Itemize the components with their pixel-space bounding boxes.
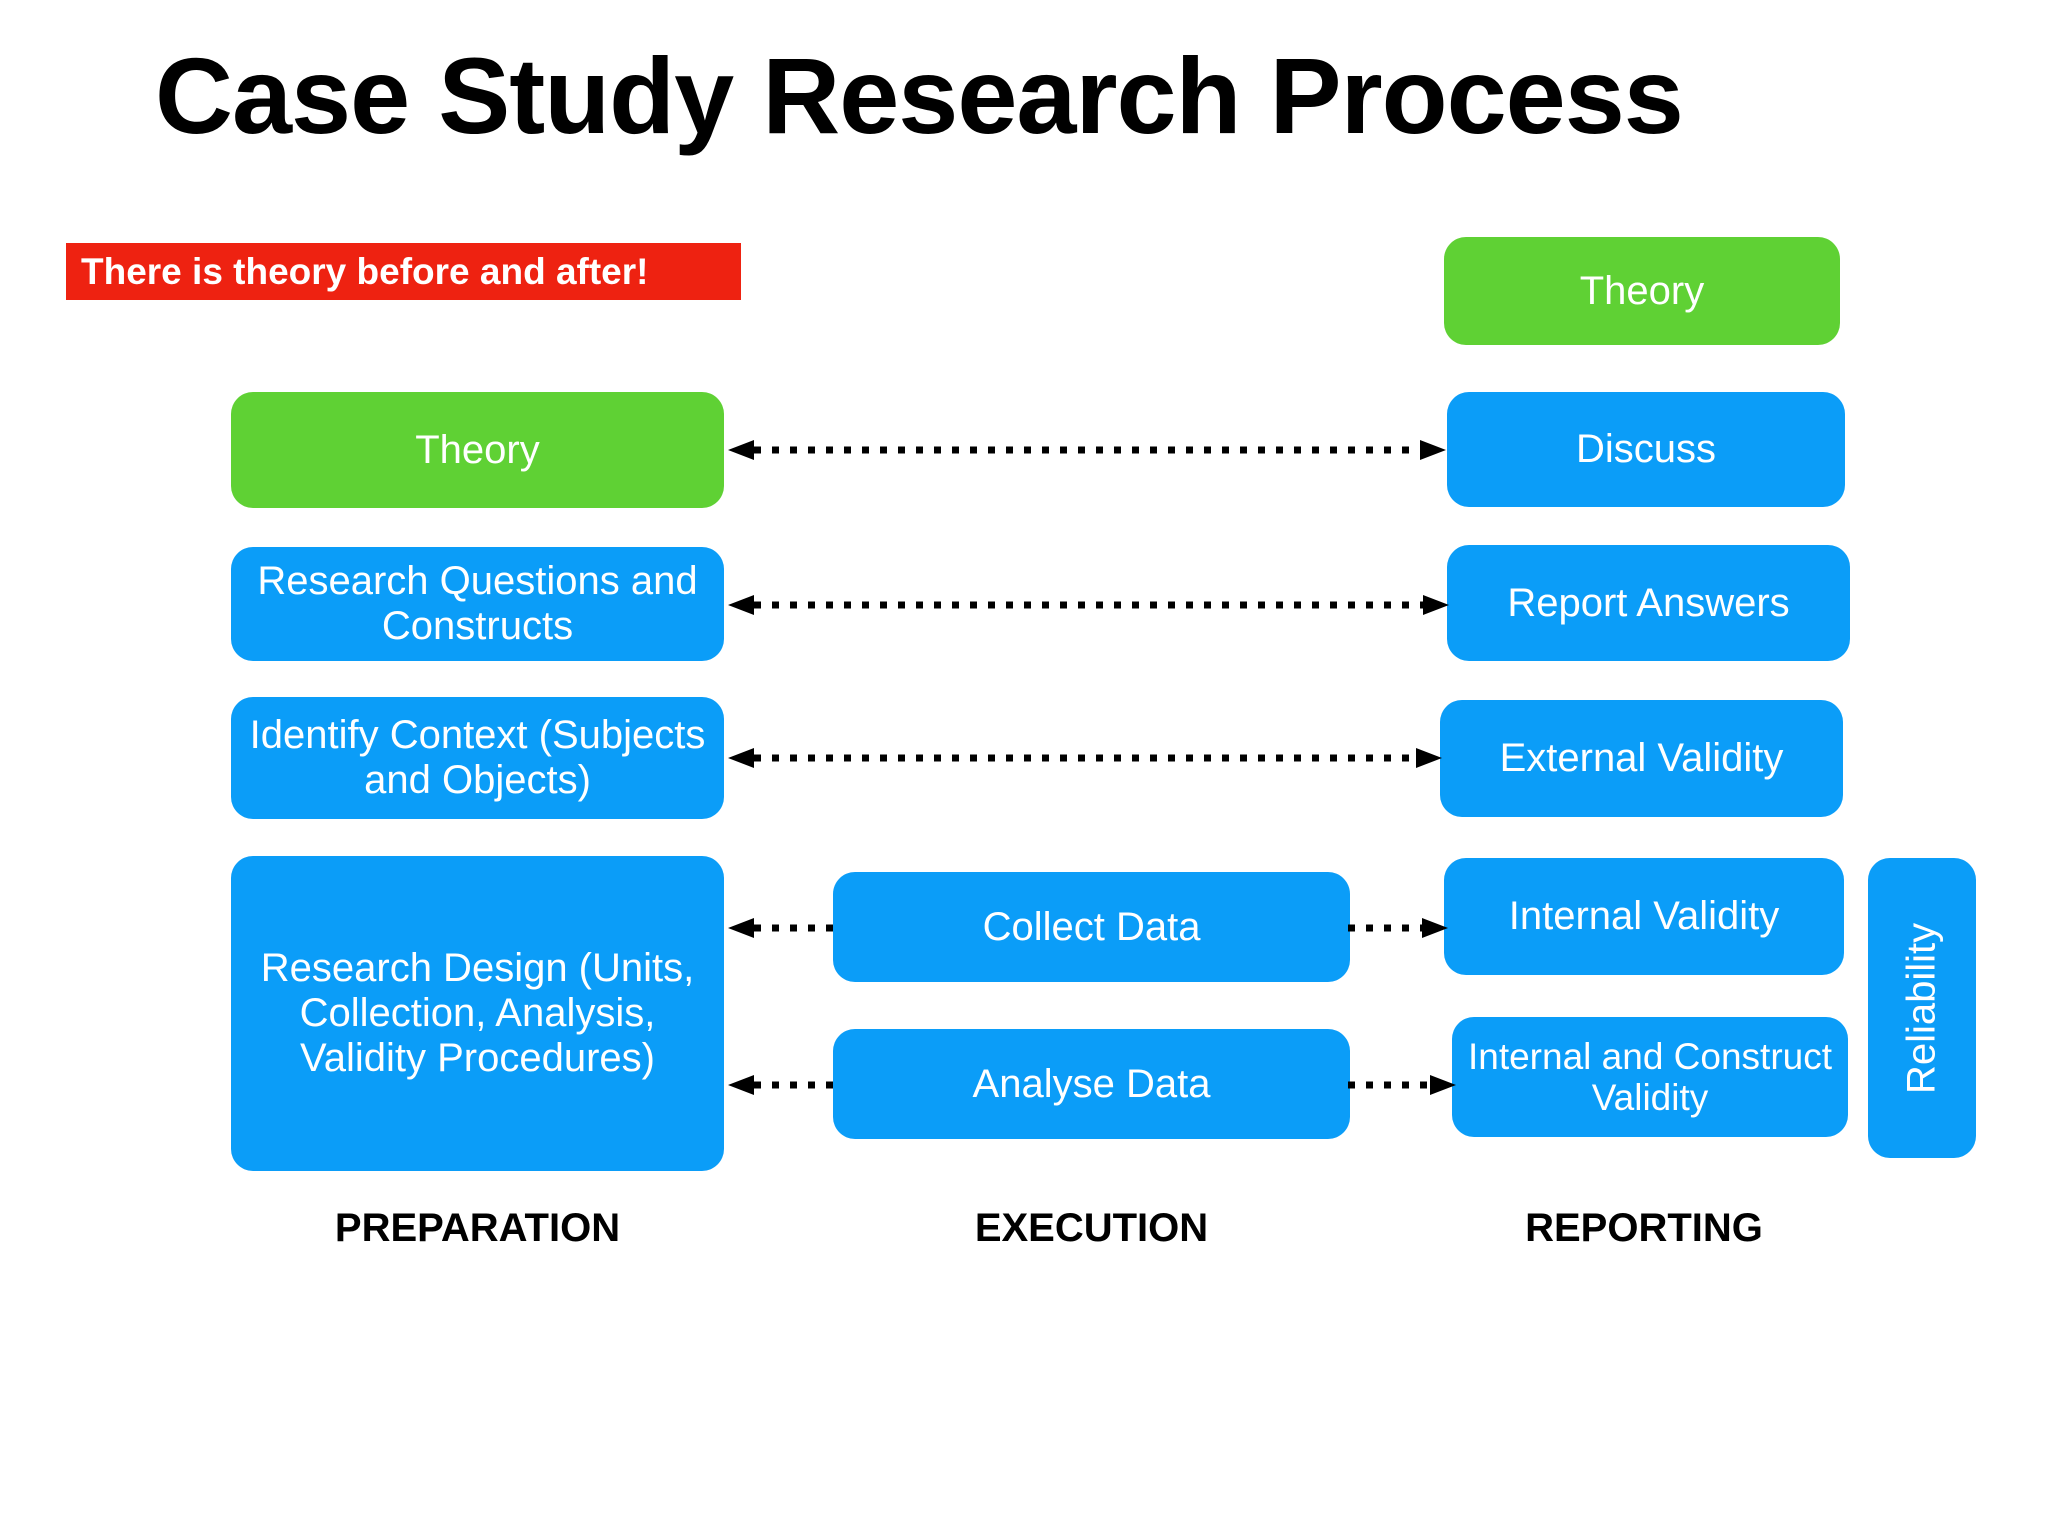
node-label: Reliability bbox=[1899, 922, 1944, 1094]
node-research-design[interactable]: Research Design (Units, Collection, Anal… bbox=[231, 856, 724, 1171]
node-label: Internal and Construct Validity bbox=[1467, 1035, 1833, 1118]
page-title: Case Study Research Process bbox=[155, 35, 1684, 156]
connector-analyse-to-construct bbox=[1348, 1072, 1456, 1098]
connector-questions-report bbox=[728, 592, 1449, 618]
node-label: Research Design (Units, Collection, Anal… bbox=[260, 946, 695, 1080]
node-report-answers[interactable]: Report Answers bbox=[1447, 545, 1850, 661]
connector-theory-discuss bbox=[728, 437, 1446, 463]
node-identify-context[interactable]: Identify Context (Subjects and Objects) bbox=[231, 697, 724, 819]
phase-label-execution: EXECUTION bbox=[974, 1206, 1209, 1250]
phase-label-preparation: PREPARATION bbox=[334, 1206, 621, 1250]
callout-banner: There is theory before and after! bbox=[66, 243, 741, 300]
node-label: Report Answers bbox=[1507, 580, 1790, 625]
node-label: Identify Context (Subjects and Objects) bbox=[249, 713, 706, 802]
node-discuss[interactable]: Discuss bbox=[1447, 392, 1845, 507]
node-label: Discuss bbox=[1575, 427, 1717, 472]
node-research-questions[interactable]: Research Questions and Constructs bbox=[231, 547, 724, 661]
node-collect-data[interactable]: Collect Data bbox=[833, 872, 1350, 982]
node-internal-construct-validity[interactable]: Internal and Construct Validity bbox=[1452, 1017, 1848, 1137]
node-theory-preparation[interactable]: Theory bbox=[231, 392, 724, 508]
node-label: Theory bbox=[1579, 268, 1705, 313]
connector-analyse-to-design bbox=[728, 1072, 835, 1098]
node-label: Collect Data bbox=[982, 904, 1201, 949]
node-label: Research Questions and Constructs bbox=[257, 559, 698, 648]
phase-label-reporting: REPORTING bbox=[1525, 1206, 1763, 1250]
connector-collect-to-internal bbox=[1348, 915, 1448, 941]
node-label: Analyse Data bbox=[972, 1061, 1211, 1106]
node-internal-validity[interactable]: Internal Validity bbox=[1444, 858, 1844, 975]
node-analyse-data[interactable]: Analyse Data bbox=[833, 1029, 1350, 1139]
connector-context-external bbox=[728, 745, 1442, 771]
node-external-validity[interactable]: External Validity bbox=[1440, 700, 1843, 817]
node-reliability[interactable]: Reliability bbox=[1868, 858, 1976, 1158]
node-theory-reporting[interactable]: Theory bbox=[1444, 237, 1840, 345]
node-label: Theory bbox=[415, 427, 540, 472]
connector-collect-to-design bbox=[728, 915, 835, 941]
node-label: Internal Validity bbox=[1508, 894, 1780, 939]
node-label: External Validity bbox=[1499, 736, 1784, 781]
